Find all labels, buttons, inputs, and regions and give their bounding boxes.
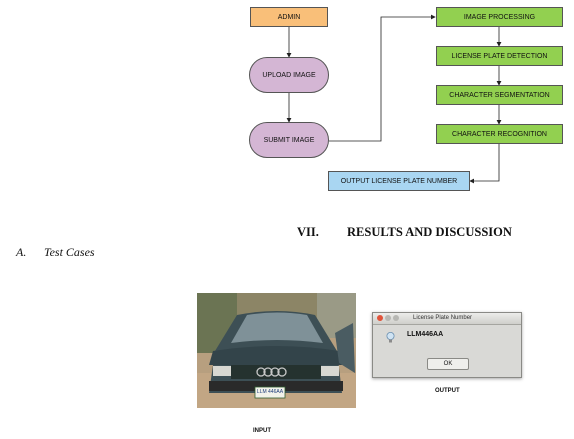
dialog-title: License Plate Number bbox=[413, 315, 473, 321]
plate-detection-box: LICENSE PLATE DETECTION bbox=[436, 46, 563, 66]
input-car-photo: LLM 446AA bbox=[197, 293, 356, 408]
output-caption: OUTPUT bbox=[435, 388, 460, 394]
upload-image-node: UPLOAD IMAGE bbox=[249, 57, 329, 93]
image-processing-box: IMAGE PROCESSING bbox=[436, 7, 563, 27]
close-icon[interactable] bbox=[377, 315, 383, 321]
info-bulb-icon bbox=[386, 332, 395, 343]
char-segmentation-box: CHARACTER SEGMENTATION bbox=[436, 85, 563, 105]
minimize-icon[interactable] bbox=[385, 315, 391, 321]
output-plate-box: OUTPUT LICENSE PLATE NUMBER bbox=[328, 171, 470, 191]
plate-number-value: LLM446AA bbox=[407, 331, 444, 338]
section-number: VII. bbox=[297, 225, 319, 239]
plate-text: LLM 446AA bbox=[256, 389, 284, 395]
license-plate-dialog: License Plate Number LLM446AA OK bbox=[372, 312, 522, 378]
ok-button[interactable]: OK bbox=[427, 358, 469, 370]
subsection-title: Test Cases bbox=[44, 245, 95, 259]
section-title: RESULTS AND DISCUSSION bbox=[347, 225, 512, 239]
char-recognition-box: CHARACTER RECOGNITION bbox=[436, 124, 563, 144]
submit-image-node: SUBMIT IMAGE bbox=[249, 122, 329, 158]
input-caption: INPUT bbox=[253, 428, 271, 434]
admin-box: ADMIN bbox=[250, 7, 328, 27]
dialog-titlebar: License Plate Number bbox=[373, 313, 521, 325]
maximize-icon[interactable] bbox=[393, 315, 399, 321]
subsection-letter: A. bbox=[16, 245, 27, 259]
